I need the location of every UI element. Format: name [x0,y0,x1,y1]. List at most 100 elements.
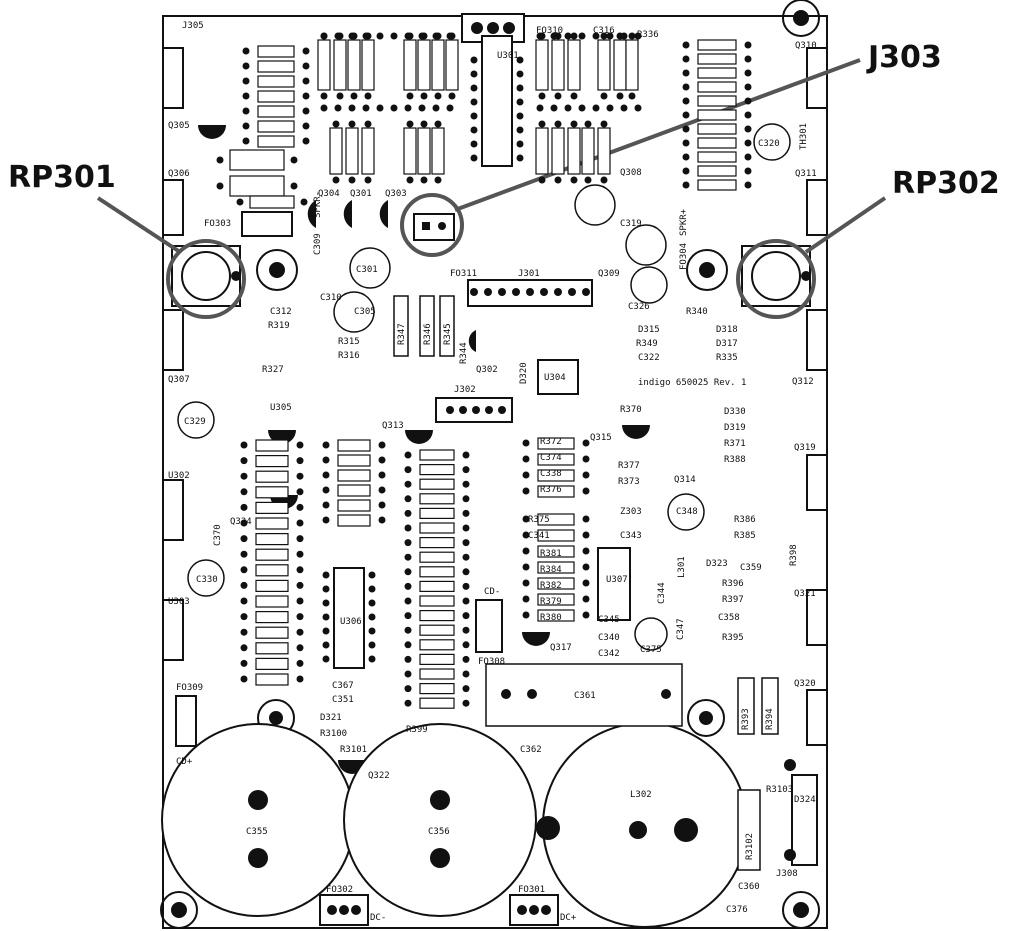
pad [362,104,370,112]
label-q306: Q306 [168,169,190,179]
pad [620,32,628,40]
pad [216,182,224,190]
resistor-body [255,610,289,624]
label-c360: C360 [738,882,760,892]
pad [240,566,248,574]
label-r327: R327 [262,365,284,375]
resistor-body [581,127,595,175]
resistor-body [255,548,289,561]
resistor-body [329,127,343,175]
resistor-body [255,501,289,514]
pad [536,104,544,112]
pad [322,501,330,509]
resistor-body [697,165,737,177]
resistor-body [257,60,295,73]
pad [516,84,524,92]
label-j302: J302 [454,385,476,395]
label-r340: R340 [686,307,708,317]
pad [484,288,492,296]
pad [470,126,478,134]
resistor-body [537,437,575,450]
pad [390,32,398,40]
pad [570,120,578,128]
pad [242,122,250,130]
label-r346: R346 [423,323,433,345]
label-q315: Q315 [590,433,612,443]
resistor-body [337,499,371,512]
pad [404,32,412,40]
pad [516,126,524,134]
label-q308: Q308 [620,168,642,178]
pad [322,471,330,479]
label-fo309: FO309 [176,683,203,693]
resistor-body [537,561,575,574]
resistor-body [419,536,455,549]
resistor-body [537,529,575,542]
label-r371: R371 [724,439,746,449]
label-j308: J308 [776,869,798,879]
pad [322,641,330,649]
pad [404,685,412,693]
resistor-body [249,195,295,209]
pad [485,406,493,414]
pad [240,535,248,543]
resistor-body [537,593,575,606]
label-c359: C359 [740,563,762,573]
pad [462,597,470,605]
rotated-labels: C309 SPKR- FO304 SPKR+ TH301 R347 R346 R… [213,123,809,860]
pad [522,611,530,619]
pad [462,670,470,678]
resistor-body [697,39,737,51]
resistor-body [229,175,285,197]
label-c358: C358 [718,613,740,623]
label-r3102: R3102 [745,833,755,860]
pad [432,32,440,40]
resistor-body [255,486,289,499]
label-q321: Q321 [794,589,816,599]
pad [582,288,590,296]
label-u304: U304 [544,373,566,383]
label-r319: R319 [268,321,290,331]
pad [368,627,376,635]
pad [522,531,530,539]
pad [322,613,330,621]
pad [320,92,328,100]
pad [620,104,628,112]
pad [628,92,636,100]
pad [744,41,752,49]
pad [296,628,304,636]
label-d324: D324 [794,795,816,805]
label-c356: C356 [428,827,450,837]
pad [526,288,534,296]
label-spkr-plus: SPKR+ [679,208,689,236]
pad [682,83,690,91]
pad [462,641,470,649]
label-l301: L301 [677,556,687,578]
pad [459,406,467,414]
resistor-body [361,127,375,175]
pad [584,176,592,184]
pad [582,455,590,463]
pad [470,98,478,106]
pad [554,120,562,128]
label-fo303: FO303 [204,219,231,229]
pad [334,32,342,40]
pad [404,509,412,517]
pad [578,104,586,112]
label-c367: C367 [332,681,354,691]
resistor-body [403,39,417,91]
pad [582,515,590,523]
pad [744,153,752,161]
label-u307: U307 [606,575,628,585]
resistor-body [697,123,737,135]
pad [462,524,470,532]
label-d315: D315 [638,325,660,335]
pad [404,495,412,503]
pad [296,503,304,511]
label-r396: R396 [722,579,744,589]
pad [554,288,562,296]
resistor-body [255,439,289,452]
resistor-body [697,179,737,191]
pad [744,139,752,147]
pad [296,675,304,683]
